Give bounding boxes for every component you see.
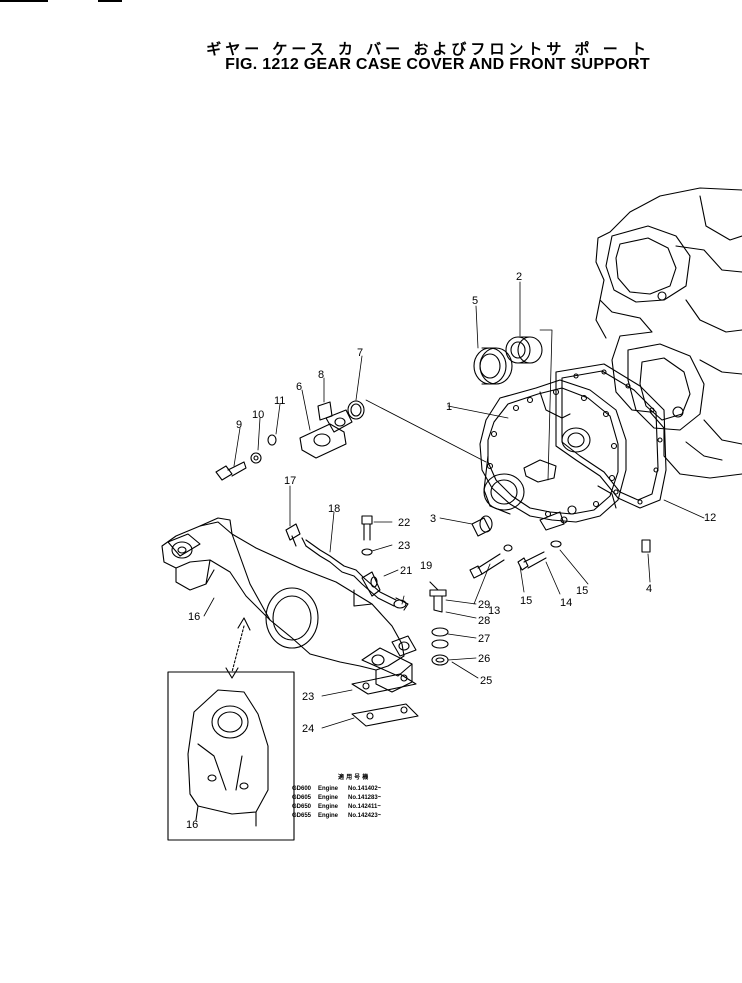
callout-5: 5: [472, 295, 478, 307]
callout-26: 26: [478, 653, 490, 665]
callout-16a: 16: [188, 611, 200, 623]
callout-11: 11: [274, 395, 285, 407]
callout-9: 9: [236, 419, 242, 431]
double-arrow-icon: [225, 617, 251, 679]
gear-case-cover: [479, 379, 627, 523]
applicability-heading: 適 用 号 機: [338, 773, 368, 781]
engine-block: [595, 187, 742, 479]
callout-8: 8: [318, 369, 324, 381]
applicability-serial: No.142423~: [348, 813, 382, 819]
applicability-model: GD655: [292, 813, 312, 819]
callout-16b: 16: [186, 819, 198, 831]
figure-title-japanese: ギヤー ケース カ バー およびフロントサ ポ ー ト: [206, 40, 650, 58]
gasket-12: [555, 363, 667, 509]
callout-15b: 15: [576, 585, 588, 597]
leader-lines: [203, 281, 705, 729]
applicability-label: Engine: [318, 795, 339, 801]
callout-labels: 2 5 7 8 6 11 10 9 1 12 3 4 17 18 22 23 2…: [186, 271, 716, 831]
callout-17: 17: [284, 475, 296, 487]
header-rule-left: [0, 0, 48, 2]
callout-12: 12: [704, 512, 716, 524]
applicability-model: GD605: [292, 795, 312, 801]
figure-title: FIG. 1212 GEAR CASE COVER AND FRONT SUPP…: [225, 56, 650, 73]
callout-10: 10: [252, 409, 264, 421]
bracket-parts: [215, 400, 365, 481]
applicability-model: GD600: [292, 786, 312, 792]
bolts-21-22: [361, 515, 373, 556]
header-rule-right: [98, 0, 122, 2]
callout-14: 14: [560, 597, 572, 609]
bushing-2: [505, 336, 543, 364]
callout-1: 1: [446, 401, 452, 413]
oil-pipe: [285, 523, 409, 611]
plugs-and-bolts: [469, 511, 651, 579]
applicability-label: Engine: [318, 786, 339, 792]
callout-7: 7: [357, 347, 363, 359]
callout-24: 24: [302, 723, 314, 735]
callout-15a: 15: [520, 595, 532, 607]
callout-3: 3: [430, 513, 436, 525]
callout-19: 19: [420, 560, 432, 572]
callout-23: 23: [302, 691, 314, 703]
callout-2: 2: [516, 271, 522, 283]
callout-13: 13: [488, 605, 500, 617]
inset-detail-box: [167, 671, 295, 841]
applicability-label: Engine: [318, 813, 339, 819]
applicability-serial: No.141283~: [348, 795, 382, 801]
callout-28: 28: [478, 615, 490, 627]
applicability-serial: No.142411~: [348, 804, 381, 810]
shims-23-24: [351, 673, 419, 727]
callout-21: 22: [398, 517, 410, 529]
callout-25: 25: [480, 675, 492, 687]
applicability-label: Engine: [318, 804, 339, 810]
callout-20: 21: [400, 565, 412, 577]
applicability-table: 適 用 号 機 GD600 Engine No.141402~ GD605 En…: [292, 773, 382, 819]
pin-and-washers: [429, 581, 449, 666]
front-support-16: [161, 517, 417, 693]
callout-18: 18: [328, 503, 340, 515]
callout-29: 29: [478, 599, 490, 611]
callout-4: 4: [646, 583, 652, 595]
callout-27: 27: [478, 633, 490, 645]
callout-22: 23: [398, 540, 410, 552]
callout-6: 6: [296, 381, 302, 393]
applicability-serial: No.141402~: [348, 786, 382, 792]
applicability-model: GD650: [292, 804, 312, 810]
oil-seal-5: [473, 347, 513, 385]
